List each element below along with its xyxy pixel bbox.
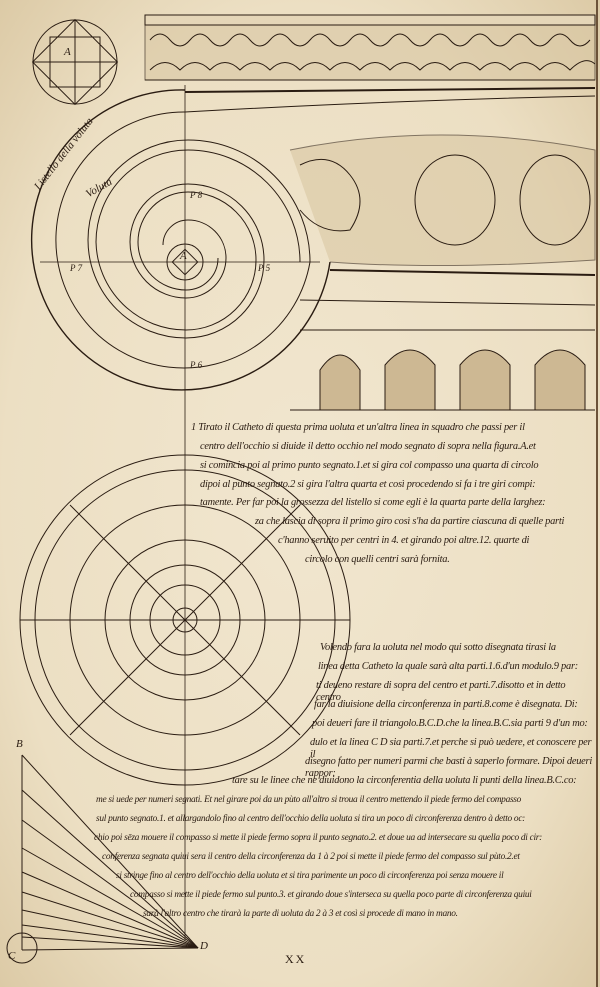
text-line: linea detta Catheto la quale sarà alta p…	[318, 661, 578, 672]
text-line: za che lascia di sopra il primo giro cos…	[255, 516, 565, 527]
text-line: me si uede per numeri segnati. Et nel gi…	[96, 795, 522, 805]
text-line: poi deueri fare il triangolo.B.C.D.che l…	[312, 718, 588, 729]
label-p6: P 6	[190, 360, 203, 370]
text-line: chio poi sēza mouere il compasso si mett…	[94, 833, 542, 843]
text-line: dulo et la linea C D sia parti.7.et perc…	[310, 737, 592, 760]
page-number: XX	[285, 952, 307, 966]
text-line: centro dell'occhio si diuide il detto oc…	[200, 441, 536, 452]
text-line: si stringe fino al centro dell'occhio de…	[116, 871, 504, 881]
label-p5: P 5	[258, 263, 271, 273]
volute-spiral	[30, 85, 331, 940]
text-line: ti deueno restare di sopra del centro et…	[316, 680, 566, 703]
label-p8: P 8	[190, 190, 203, 200]
label-p7: P 7	[70, 263, 83, 273]
label-eye-a: A	[180, 250, 187, 262]
text-line: sul punto segnato.1. et allargandolo fin…	[96, 814, 525, 824]
label-d: D	[200, 940, 208, 952]
text-line: Volendo fara la uoluta nel modo qui sott…	[320, 642, 556, 653]
text-line: c'hanno seruito per centri in 4. et gira…	[278, 535, 530, 546]
text-line: tamente. Per far poi la grossezza del li…	[200, 497, 546, 508]
capital-echinus	[289, 134, 596, 331]
text-line: compasso si mette il piede fermo sul pun…	[130, 890, 532, 900]
text-line: circolo con quelli centri sarà fornita.	[305, 554, 450, 565]
triangle-bcd	[6, 754, 199, 964]
entablature	[144, 14, 596, 113]
text-line: si comincia poi al primo punto segnato.1…	[200, 460, 539, 471]
text-line: tare su le linee che ne diuidono la circ…	[232, 775, 577, 786]
volute-construction-diagram	[19, 454, 351, 786]
text-line: 1 Tirato il Catheto di questa prima uolu…	[191, 422, 525, 433]
column-flutes	[290, 349, 595, 411]
label-fig-a: A	[64, 46, 71, 58]
text-line: sarà l'altro centro che tirarà la parte …	[143, 909, 458, 919]
label-b: B	[16, 738, 23, 750]
text-line: disegno fatto per numeri parmi che basti…	[305, 756, 592, 779]
text-line: far la diuisione della circonferenza in …	[314, 699, 578, 710]
text-line: conferenza segnata quiui sera il centro …	[102, 852, 520, 862]
label-c: C	[8, 950, 16, 962]
eye-detail-figure	[31, 18, 119, 106]
text-line: dipoi al punto segnato.2 si gira l'altra…	[200, 479, 536, 490]
